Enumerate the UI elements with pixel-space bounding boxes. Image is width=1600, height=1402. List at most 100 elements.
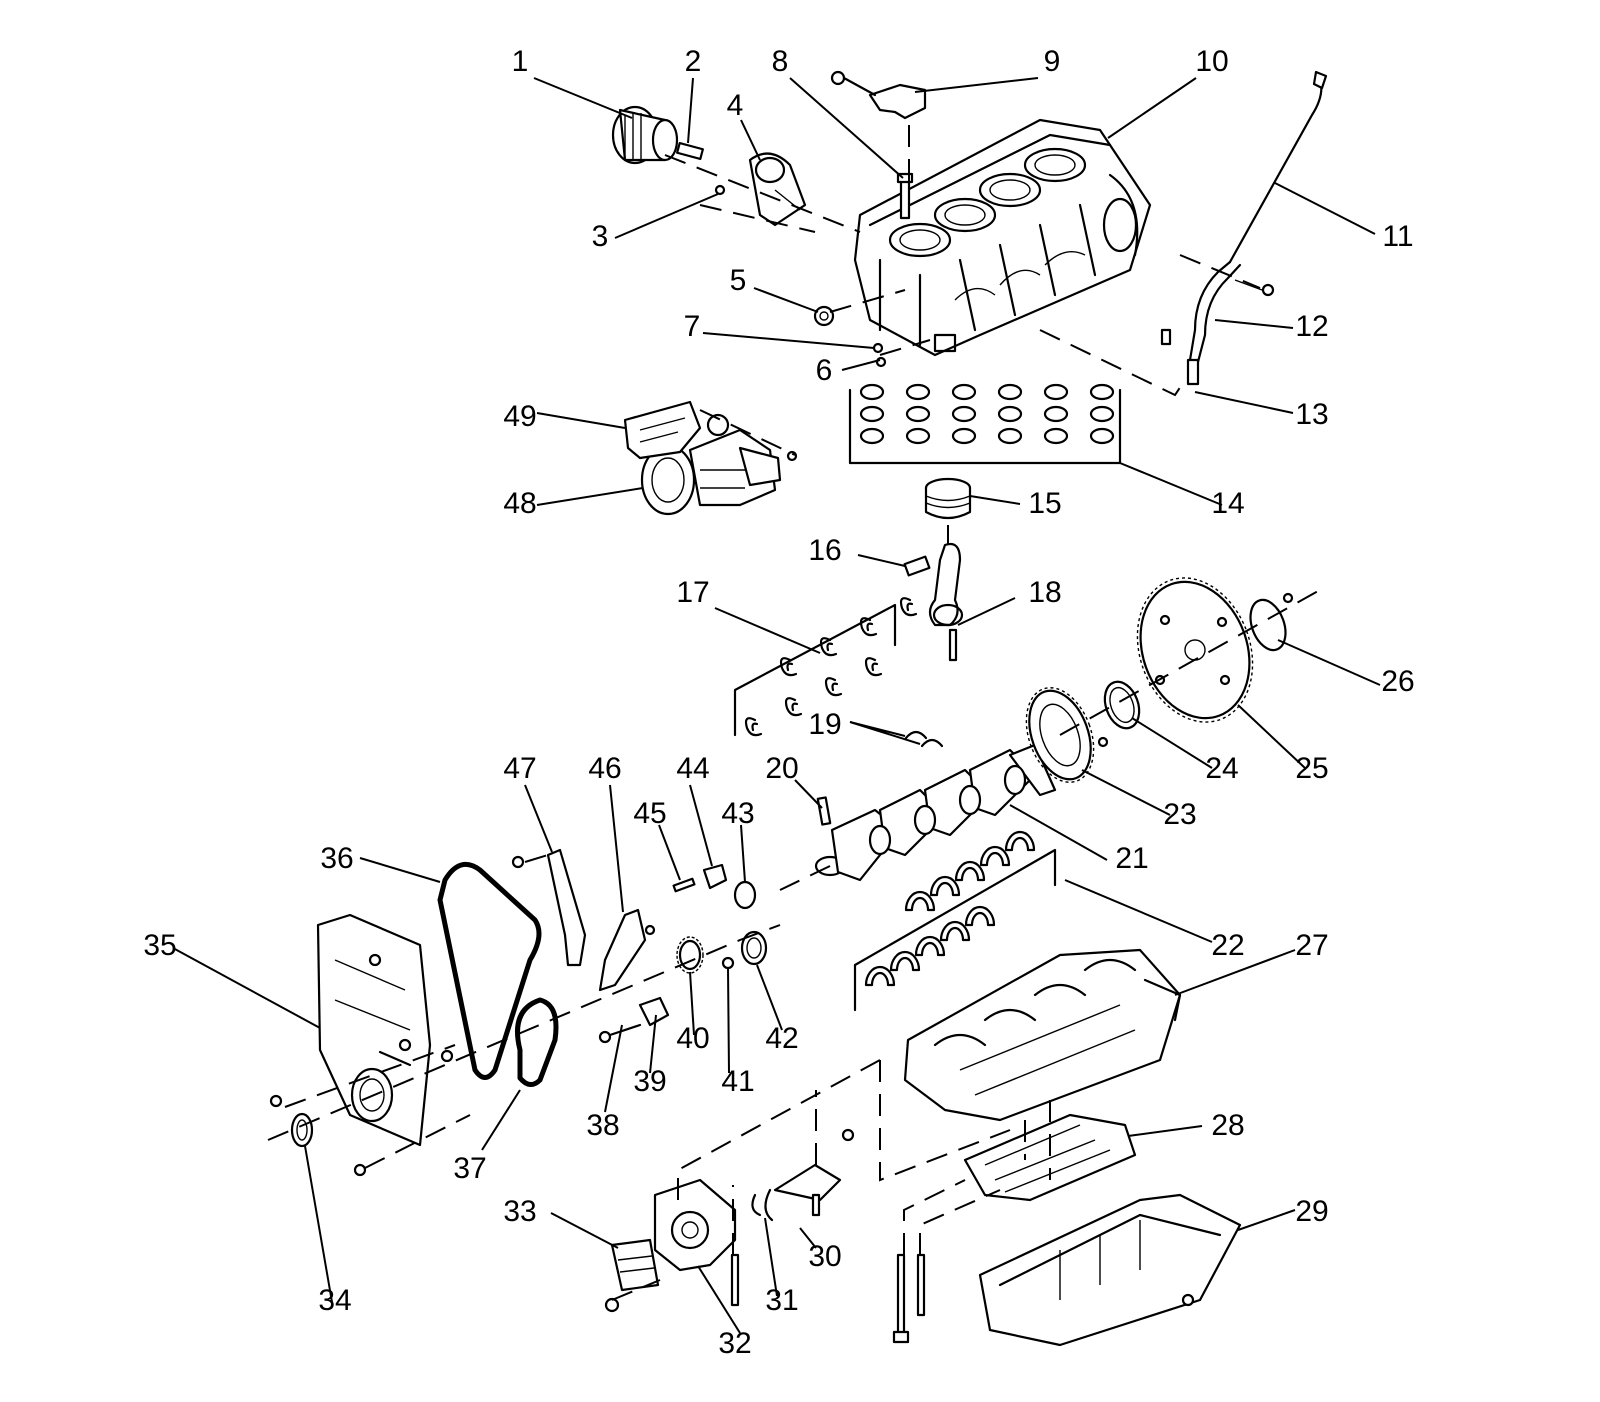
crankshaft-bearing	[914, 935, 946, 957]
woodruff-key	[816, 796, 832, 826]
crankshaft-bearing	[939, 920, 971, 942]
crankshaft-bearing	[964, 905, 996, 927]
piston-ring	[1043, 427, 1069, 445]
connecting-rod-bearing	[819, 637, 838, 657]
crankshaft-bearing	[954, 860, 986, 882]
crankshaft	[814, 743, 1057, 882]
callout-40: 40	[676, 1022, 709, 1055]
plug-7	[872, 342, 884, 354]
water-pump	[640, 413, 798, 516]
piston-ring	[1089, 383, 1115, 401]
oil-level-indicator-tube	[1160, 260, 1275, 364]
callout-1: 1	[512, 45, 529, 78]
callout-11: 11	[1382, 220, 1413, 253]
connecting-rod-bearing	[899, 597, 918, 617]
oil-level-dipstick	[1228, 70, 1328, 264]
crankshaft-rear-oil-seal	[1103, 680, 1141, 730]
timing-chain-tensioner-shoe	[598, 908, 656, 992]
callout-41: 41	[721, 1065, 754, 1098]
callout-10: 10	[1195, 45, 1228, 78]
callout-34: 34	[318, 1284, 351, 1317]
callout-36: 36	[320, 842, 353, 875]
bracket-9	[830, 70, 927, 120]
callout-27: 27	[1295, 929, 1328, 962]
callout-21: 21	[1115, 842, 1148, 875]
engine-block	[853, 118, 1152, 357]
crankshaft-bearing	[904, 890, 936, 912]
drain-plug	[813, 305, 835, 327]
oil-pump-chain-tensioner-39	[638, 996, 670, 1027]
piston-ring	[997, 383, 1023, 401]
crankshaft-bearing	[979, 845, 1011, 867]
connecting-rod-bearing	[784, 697, 803, 717]
callout-22: 22	[1211, 929, 1244, 962]
piston-ring	[951, 383, 977, 401]
callout-49: 49	[503, 400, 536, 433]
oil-filter-adapter	[748, 152, 807, 227]
flexplate-reinforcement	[1249, 592, 1294, 652]
piston-ring	[951, 405, 977, 423]
callout-3: 3	[592, 220, 609, 253]
piston-ring	[997, 405, 1023, 423]
callout-43: 43	[721, 797, 754, 830]
connecting-rod	[928, 542, 964, 662]
oil-pump-drive-sprocket	[740, 930, 768, 966]
assembly-axes	[267, 120, 1321, 1301]
callout-12: 12	[1295, 310, 1328, 343]
crankshaft-bearing	[864, 965, 896, 987]
front-cover-bolts	[269, 1049, 454, 1177]
piston-ring	[905, 383, 931, 401]
piston-ring	[1089, 427, 1115, 445]
bolt-13	[1186, 358, 1200, 386]
oil-pan	[978, 1193, 1242, 1347]
crankshaft-sprocket	[676, 936, 704, 974]
bolt-41	[721, 956, 735, 970]
plug-6	[875, 356, 887, 368]
connecting-rod-bearing	[779, 657, 798, 677]
timing-chain-guide	[511, 848, 587, 967]
oil-pump-chain-guide	[773, 1128, 855, 1217]
timing-chain-tensioner	[672, 863, 728, 893]
piston	[924, 477, 972, 520]
crankcase-bolts	[892, 1253, 926, 1344]
callout-30: 30	[808, 1240, 841, 1273]
oil-pan-baffle	[963, 1113, 1137, 1202]
callout-4: 4	[727, 89, 744, 122]
oil-filter-stud	[676, 141, 704, 161]
callout-8: 8	[772, 45, 789, 78]
piston-ring	[859, 405, 885, 423]
callout-31: 31	[765, 1284, 798, 1317]
callout-19: 19	[808, 708, 841, 741]
piston-ring-set	[848, 383, 1122, 465]
piston-ring	[1089, 405, 1115, 423]
connecting-rod-bearing	[859, 617, 878, 637]
piston-ring	[1043, 383, 1069, 401]
callout-39: 39	[633, 1065, 666, 1098]
callout-42: 42	[765, 1022, 798, 1055]
callout-20: 20	[765, 752, 798, 785]
oil-pump-drive-chain	[515, 997, 559, 1087]
callout-25: 25	[1295, 752, 1328, 785]
callout-2: 2	[685, 45, 702, 78]
piston-ring	[905, 405, 931, 423]
callout-37: 37	[453, 1152, 486, 1185]
callout-26: 26	[1381, 665, 1414, 698]
callout-7: 7	[684, 310, 701, 343]
piston-ring	[905, 427, 931, 445]
crankshaft-bearing	[1004, 830, 1036, 852]
piston-ring	[859, 383, 885, 401]
callout-18: 18	[1028, 576, 1061, 609]
callout-14: 14	[1211, 487, 1244, 520]
bolt-38	[598, 1023, 642, 1044]
callout-44: 44	[676, 752, 709, 785]
callout-38: 38	[586, 1109, 619, 1142]
water-pump-gasket	[623, 400, 702, 460]
callout-46: 46	[588, 752, 621, 785]
connecting-rod-bearing	[744, 717, 763, 737]
callout-33: 33	[503, 1195, 536, 1228]
callout-24: 24	[1205, 752, 1238, 785]
piston-ring	[997, 427, 1023, 445]
piston-ring	[1043, 405, 1069, 423]
oil-filter	[611, 105, 679, 165]
